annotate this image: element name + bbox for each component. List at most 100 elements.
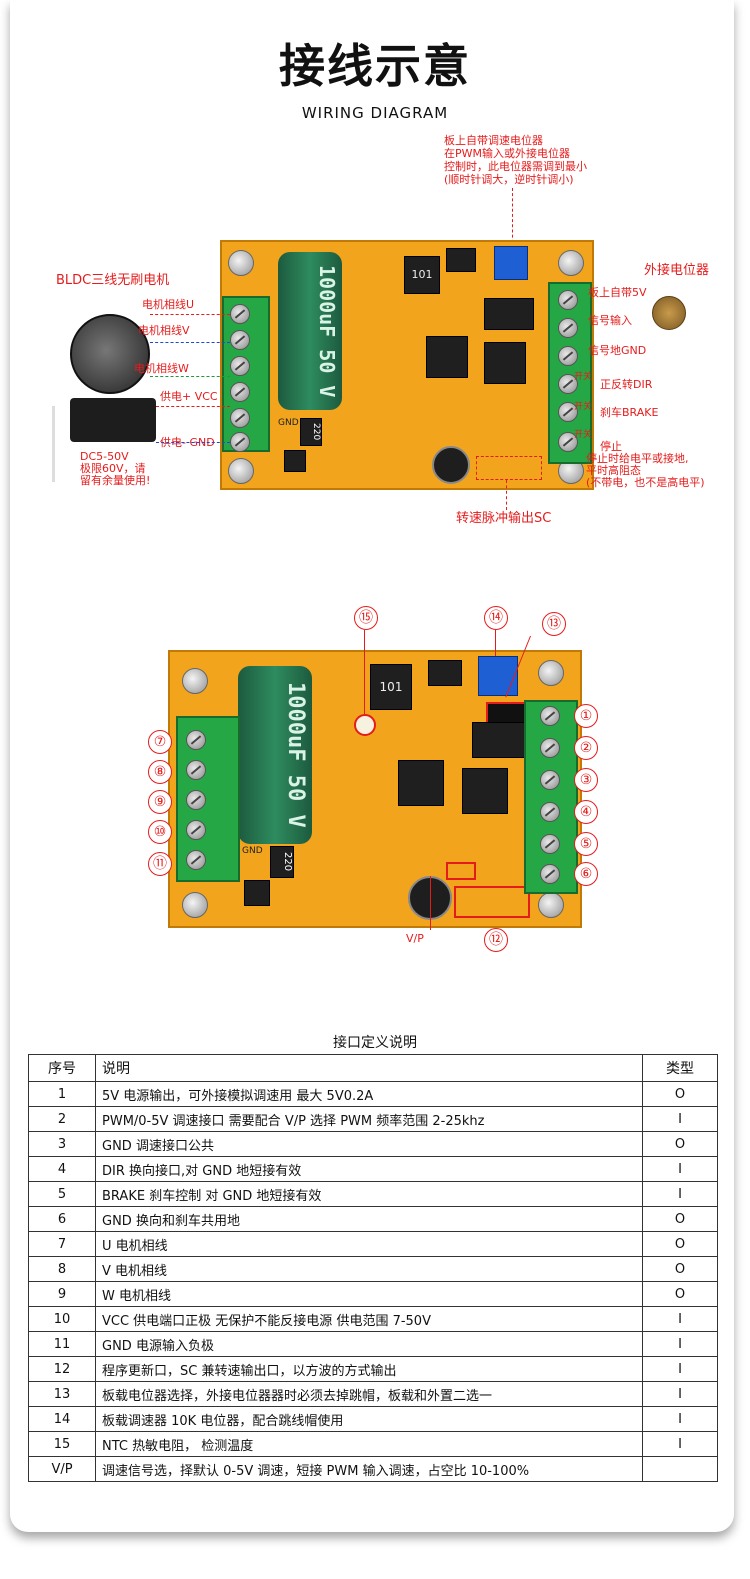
- row-desc: 板载调速器 10K 电位器，配合跳线帽使用: [95, 1406, 643, 1432]
- right-label-5v: 板上自带5V: [588, 286, 647, 299]
- row-desc: PWM/0-5V 调速接口 需要配合 V/P 选择 PWM 频率范围 2-25k…: [95, 1106, 643, 1132]
- mosfet-chip: [484, 298, 534, 330]
- gnd-silkscreen: GND: [278, 418, 299, 428]
- cap-voltage-text: 50 V: [283, 774, 308, 828]
- switch-label: 开关: [574, 372, 593, 382]
- header-desc: 说明: [95, 1054, 643, 1082]
- row-desc: BRAKE 刹车控制 对 GND 地短接有效: [95, 1181, 643, 1207]
- supply-note-2: 极限60V，请: [80, 462, 146, 475]
- wire-w: [150, 376, 230, 377]
- row-no: 14: [28, 1406, 96, 1432]
- electrolytic-capacitor: 1000uF 50 V: [238, 666, 312, 844]
- supply-note-1: DC5-50V: [80, 450, 129, 463]
- callout-13: ⑬: [542, 612, 566, 636]
- terminal-screw: [186, 850, 206, 870]
- onboard-potentiometer: [494, 246, 528, 280]
- row-desc: GND 调速接口公共: [95, 1131, 643, 1157]
- row-desc: 调速信号选，择默认 0-5V 调速，短接 PWM 输入调速，占空比 10-100…: [95, 1456, 643, 1482]
- stop-note-2: 平时高阻态: [586, 464, 641, 477]
- motor-wire-u: 电机相线U: [142, 298, 195, 311]
- terminal-screw: [230, 330, 250, 350]
- callout-3: ③: [574, 768, 598, 792]
- power-plug-icon: [52, 406, 73, 482]
- row-no: 11: [28, 1331, 96, 1357]
- terminal-screw: [230, 432, 250, 452]
- pot-note-line-4: (顺时针调大，逆时针调小): [444, 173, 574, 186]
- inductor: 101: [404, 256, 440, 294]
- resistor: 220: [270, 846, 294, 878]
- sc-label: 转速脉冲输出SC: [456, 511, 552, 526]
- row-type: O: [642, 1081, 718, 1107]
- pot-note-leader: [512, 188, 513, 248]
- row-type: O: [642, 1256, 718, 1282]
- terminal-screw: [540, 770, 560, 790]
- mount-hole: [538, 660, 564, 686]
- callout-6: ⑥: [574, 862, 598, 886]
- wire-vcc: [156, 406, 230, 407]
- callout-7: ⑦: [148, 730, 172, 754]
- electrolytic-capacitor: 1000uF 50 V: [278, 252, 342, 410]
- power-vcc-label: 供电+ VCC: [160, 390, 218, 403]
- row-desc: U 电机相线: [95, 1231, 643, 1257]
- callout-15-leader: [364, 630, 365, 714]
- callout-15: ⑮: [354, 606, 378, 630]
- vp-label: V/P: [406, 932, 424, 945]
- right-label-gnd: 信号地GND: [588, 344, 647, 357]
- right-label-dir: 正反转DIR: [600, 378, 653, 391]
- row-no: V/P: [28, 1456, 96, 1482]
- callout-4: ④: [574, 800, 598, 824]
- sc-header: [476, 456, 542, 480]
- row-desc: NTC 热敏电阻， 检测温度: [95, 1431, 643, 1457]
- switch-label: 开关: [574, 430, 593, 440]
- header-no: 序号: [28, 1054, 96, 1082]
- pot-note-line-2: 在PWM输入或外接电位器: [444, 147, 570, 160]
- terminal-screw: [540, 706, 560, 726]
- terminal-screw: [558, 402, 578, 422]
- header-type: 类型: [642, 1054, 718, 1082]
- callout-2: ②: [574, 736, 598, 760]
- terminal-screw: [540, 738, 560, 758]
- callout-8: ⑧: [148, 760, 172, 784]
- external-pot-label: 外接电位器: [644, 263, 710, 278]
- terminal-screw: [230, 408, 250, 428]
- table-title: 接口定义说明: [333, 1035, 417, 1051]
- row-type: I: [642, 1406, 718, 1432]
- callout-11: ⑪: [148, 852, 172, 876]
- controller-chip: [426, 336, 468, 378]
- supply-note-3: 留有余量使用!: [80, 474, 151, 487]
- callout-9: ⑨: [148, 790, 172, 814]
- callout-12: ⑫: [484, 928, 508, 952]
- right-label-brake: 刹车BRAKE: [600, 406, 659, 419]
- mount-hole: [558, 250, 584, 276]
- terminal-screw: [558, 346, 578, 366]
- row-type: O: [642, 1206, 718, 1232]
- ic-small: [428, 660, 462, 686]
- row-type: I: [642, 1331, 718, 1357]
- stop-note-3: (不带电，也不是高电平): [586, 476, 705, 489]
- row-no: 2: [28, 1106, 96, 1132]
- pot-note-line-1: 板上自带调速电位器: [444, 134, 543, 147]
- row-desc: GND 电源输入负极: [95, 1331, 643, 1357]
- row-no: 15: [28, 1431, 96, 1457]
- terminal-screw: [558, 432, 578, 452]
- inductor: 101: [370, 664, 412, 710]
- row-type: [642, 1456, 718, 1482]
- small-capacitor: [432, 446, 470, 484]
- mosfet-chip: [472, 722, 526, 758]
- row-desc: GND 换向和刹车共用地: [95, 1206, 643, 1232]
- cap-value-text: 1000uF: [283, 682, 308, 762]
